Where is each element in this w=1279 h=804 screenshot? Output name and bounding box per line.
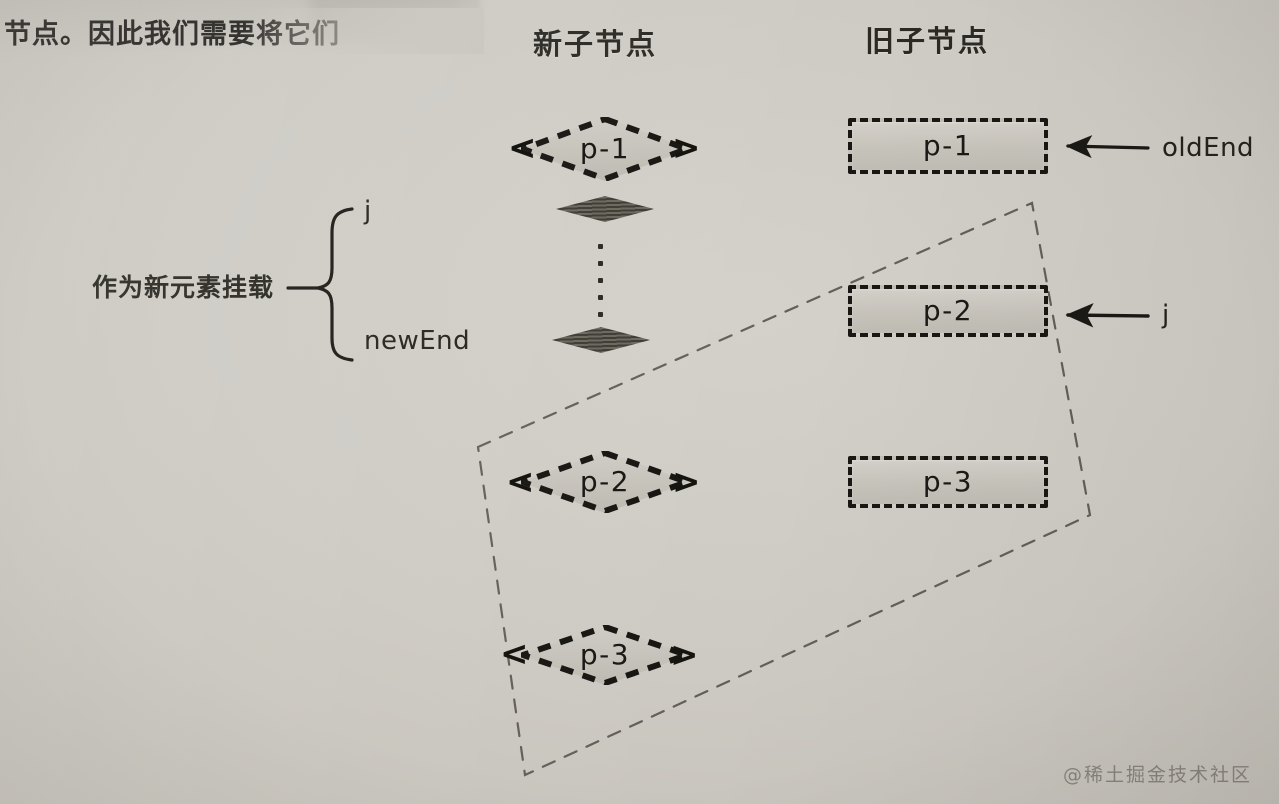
old-node-p-1-label: p-1 xyxy=(922,128,974,162)
old-node-p-3-label: p-3 xyxy=(922,464,974,498)
old-end-label: oldEnd xyxy=(1162,133,1255,163)
new-node-p-3-right-mark: > xyxy=(670,635,699,675)
new-node-p-1[interactable]: p-1 xyxy=(521,117,689,181)
new-node-p-3-left-mark: < xyxy=(500,634,529,674)
old-node-p-1[interactable]: p-1 xyxy=(848,118,1048,174)
brace-bottom-label-new-end: newEnd xyxy=(364,326,471,356)
old-node-p-2[interactable]: p-2 xyxy=(848,285,1048,337)
new-node-p-1-right-mark: > xyxy=(672,128,701,168)
new-node-p-3[interactable]: p-3 xyxy=(521,625,689,685)
column-title-old-children: 旧子节点 xyxy=(865,24,990,58)
book-body-text-label: 节点。因此我们需要将它们 xyxy=(4,19,340,48)
column-title-new-children: 新子节点 xyxy=(533,27,658,61)
new-nodes-ellipsis xyxy=(598,244,603,329)
new-node-p-2-left-mark: < xyxy=(506,462,535,502)
brace-top-label-j: j xyxy=(364,196,372,226)
new-node-p-3-label: p-3 xyxy=(579,637,631,671)
new-node-p-1-left-mark: < xyxy=(508,128,537,168)
mount-as-new-element-note: 作为新元素挂载 xyxy=(92,273,275,302)
new-node-p-2-label: p-2 xyxy=(579,464,631,498)
old-node-p-3[interactable]: p-3 xyxy=(848,456,1048,508)
new-node-p-1-label: p-1 xyxy=(579,131,631,165)
old-j-label: j xyxy=(1162,300,1170,330)
old-node-p-2-label: p-2 xyxy=(922,293,974,327)
new-node-p-2[interactable]: p-2 xyxy=(521,451,689,513)
watermark: @稀土掘金技术社区 xyxy=(1063,764,1253,786)
new-node-p-2-right-mark: > xyxy=(672,462,701,502)
